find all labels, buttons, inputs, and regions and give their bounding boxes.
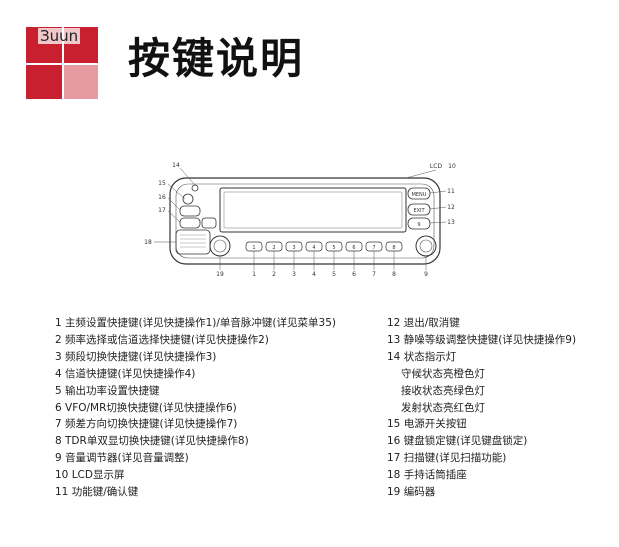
exit-button-label: EXIT (413, 208, 425, 214)
lcd-inner (223, 191, 403, 229)
legend-item: 7 频差方向切换快捷键(详见快捷操作7) (55, 418, 238, 431)
lcd-label: LCD (430, 163, 443, 170)
legend-item: 12 退出/取消键 (387, 317, 460, 329)
radio-body (169, 177, 441, 265)
callout-18: 18 (144, 239, 152, 246)
legend-item: 19 编码器 (387, 486, 436, 499)
legend-item: 8 TDR单双显切换快捷键(详见快捷操作8) (55, 435, 249, 448)
key-4-label: 4 (312, 245, 315, 251)
exit-button[interactable] (407, 203, 431, 216)
key-9-label: 9 (417, 222, 420, 228)
legend-item: 2 频率选择或信道选择快捷键(详见快捷操作2) (55, 333, 269, 346)
side-key[interactable] (201, 217, 217, 229)
legend-item: 9 音量调节器(详见音量调整) (55, 452, 189, 465)
legend-item: 17 扫描键(详见扫描功能) (387, 452, 507, 465)
logo-square-pink (64, 65, 98, 99)
key-5-label: 5 (332, 245, 335, 251)
radio-front-panel-diagram: MENU EXIT 9 1 2 3 4 (140, 158, 470, 278)
legend-item: 10 LCD显示屏 (55, 469, 125, 482)
key-2-label: 2 (272, 245, 275, 251)
legend-item: 3 频段切换快捷键(详见快捷操作3) (55, 350, 217, 363)
key-1-label: 1 (252, 245, 255, 251)
key-9-squelch[interactable] (407, 217, 431, 230)
callout-12: 12 (447, 204, 455, 211)
volume-knob[interactable] (415, 235, 437, 257)
legend-item: 1 主频设置快捷键(详见快捷操作1)/单音脉冲键(详见菜单35) (55, 317, 336, 329)
callout-16: 16 (158, 194, 166, 201)
callout-9: 9 (424, 271, 428, 278)
callout-7: 7 (372, 271, 376, 278)
callout-19: 19 (216, 271, 224, 278)
callout-numbers: 1 2 3 4 5 6 7 8 9 19 LCD 10 11 12 13 14 … (144, 162, 456, 278)
key-3-label: 3 (292, 245, 295, 251)
key-7-label: 7 (372, 245, 375, 251)
callout-15: 15 (158, 180, 166, 187)
callout-6: 6 (352, 271, 356, 278)
callout-3: 3 (292, 271, 296, 278)
legend-right-list: 12 退出/取消键 13 静噪等级调整快捷键(详见快捷操作9) 14 状态指示灯… (387, 315, 576, 501)
legend-item: 4 信道快捷键(详见快捷操作4) (55, 367, 196, 380)
callout-5: 5 (332, 271, 336, 278)
callout-lines (154, 167, 447, 270)
legend-item: 5 输出功率设置快捷键 (55, 384, 160, 397)
legend-item: 6 VFO/MR切换快捷键(详见快捷操作6) (55, 401, 237, 414)
mic-jack (175, 229, 211, 255)
page-title: 按键说明 (128, 34, 305, 83)
key-6-label: 6 (352, 245, 355, 251)
callout-4: 4 (312, 271, 316, 278)
callout-13: 13 (447, 219, 455, 226)
encoder-knob[interactable] (209, 235, 231, 257)
key-8-label: 8 (392, 245, 395, 251)
scan-key[interactable] (179, 217, 201, 229)
lcd-screen (219, 187, 407, 233)
logo-square-red-3 (26, 65, 62, 99)
callout-11: 11 (447, 188, 455, 195)
legend-item: 15 电源开关按钮 (387, 418, 467, 431)
legend-item: 16 键盘锁定键(详见键盘锁定) (387, 435, 528, 448)
callout-10: 10 (448, 163, 456, 170)
legend-item: 13 静噪等级调整快捷键(详见快捷操作9) (387, 333, 577, 346)
menu-button-label: MENU (412, 192, 427, 198)
status-led (191, 184, 199, 192)
lock-key[interactable] (179, 205, 201, 217)
menu-button[interactable] (407, 187, 431, 200)
callout-1: 1 (252, 271, 256, 278)
radio-bezel (175, 183, 435, 259)
legend-item: 18 手持话筒插座 (387, 469, 467, 482)
legend-left-list: 1 主频设置快捷键(详见快捷操作1)/单音脉冲键(详见菜单35) 2 频率选择或… (55, 315, 336, 501)
legend-subitem: 发射状态亮红色灯 (401, 401, 485, 414)
callout-2: 2 (272, 271, 276, 278)
callout-17: 17 (158, 207, 166, 214)
legend-subitem: 接收状态亮绿色灯 (401, 384, 485, 397)
callout-8: 8 (392, 271, 396, 278)
bottom-keypad: 1 2 3 4 5 6 7 8 (245, 241, 403, 252)
callout-14: 14 (172, 162, 180, 169)
logo-text: Зuun (38, 27, 81, 45)
legend-subitem: 守候状态亮橙色灯 (401, 367, 485, 380)
legend-item: 11 功能键/确认键 (55, 486, 139, 499)
power-button[interactable] (182, 193, 194, 205)
legend-item: 14 状态指示灯 (387, 350, 457, 363)
